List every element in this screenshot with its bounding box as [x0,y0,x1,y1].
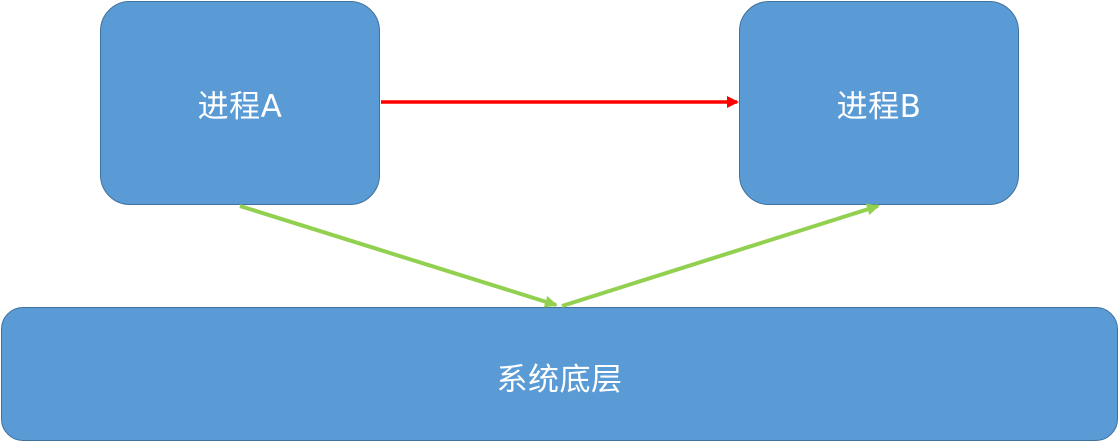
process-b-node: 进程B [739,1,1019,205]
arrow-a-to-system [239,204,558,308]
arrow-system-to-b [561,203,880,308]
process-b-label: 进程B [836,88,922,125]
system-layer-label: 系统底层 [496,361,623,398]
system-layer-node: 系统底层 [1,307,1118,441]
process-a-label: 进程A [197,88,283,125]
process-a-node: 进程A [100,1,380,205]
